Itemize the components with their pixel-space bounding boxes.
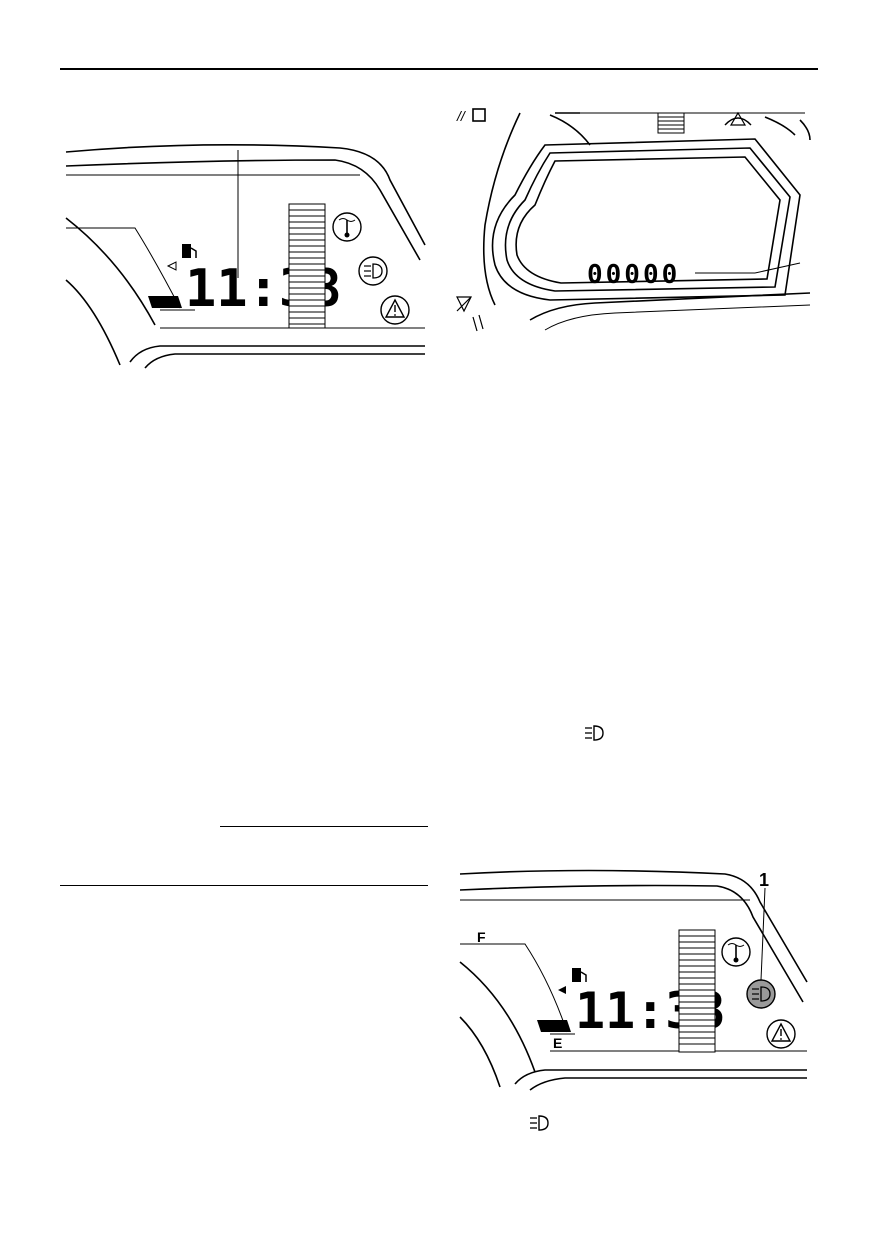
coolant-temperature-icon <box>332 212 362 242</box>
figure-clock-display: 11:38 <box>65 144 426 369</box>
warning-triangle-icon <box>380 295 410 325</box>
fuel-empty-label: E <box>553 1035 562 1051</box>
warning-triangle-icon <box>766 1019 796 1049</box>
high-beam-icon <box>585 725 604 741</box>
bar-graph-column <box>678 929 716 1053</box>
fuel-pump-icon <box>572 968 587 982</box>
header-rule <box>60 68 818 70</box>
fuel-pump-icon <box>182 244 197 258</box>
bar-graph-column <box>288 203 326 329</box>
high-beam-icon <box>530 1115 549 1131</box>
fuel-full-label: F <box>477 929 486 945</box>
high-beam-indicator-icon <box>746 979 776 1009</box>
figure-odometer-display: // 00000 <box>456 108 811 332</box>
high-beam-icon <box>358 256 388 286</box>
coolant-temperature-icon <box>721 937 751 967</box>
service-icon <box>456 296 484 332</box>
warning-triangle-icon <box>724 111 752 126</box>
odometer-readout: 00000 <box>587 260 680 290</box>
section-rule <box>60 885 428 886</box>
svg-text://: // <box>456 108 467 124</box>
section-rule-short <box>220 826 428 827</box>
callout-number: 1 <box>759 870 769 890</box>
figure-high-beam-indicator: F E 11:38 <box>459 869 808 1091</box>
